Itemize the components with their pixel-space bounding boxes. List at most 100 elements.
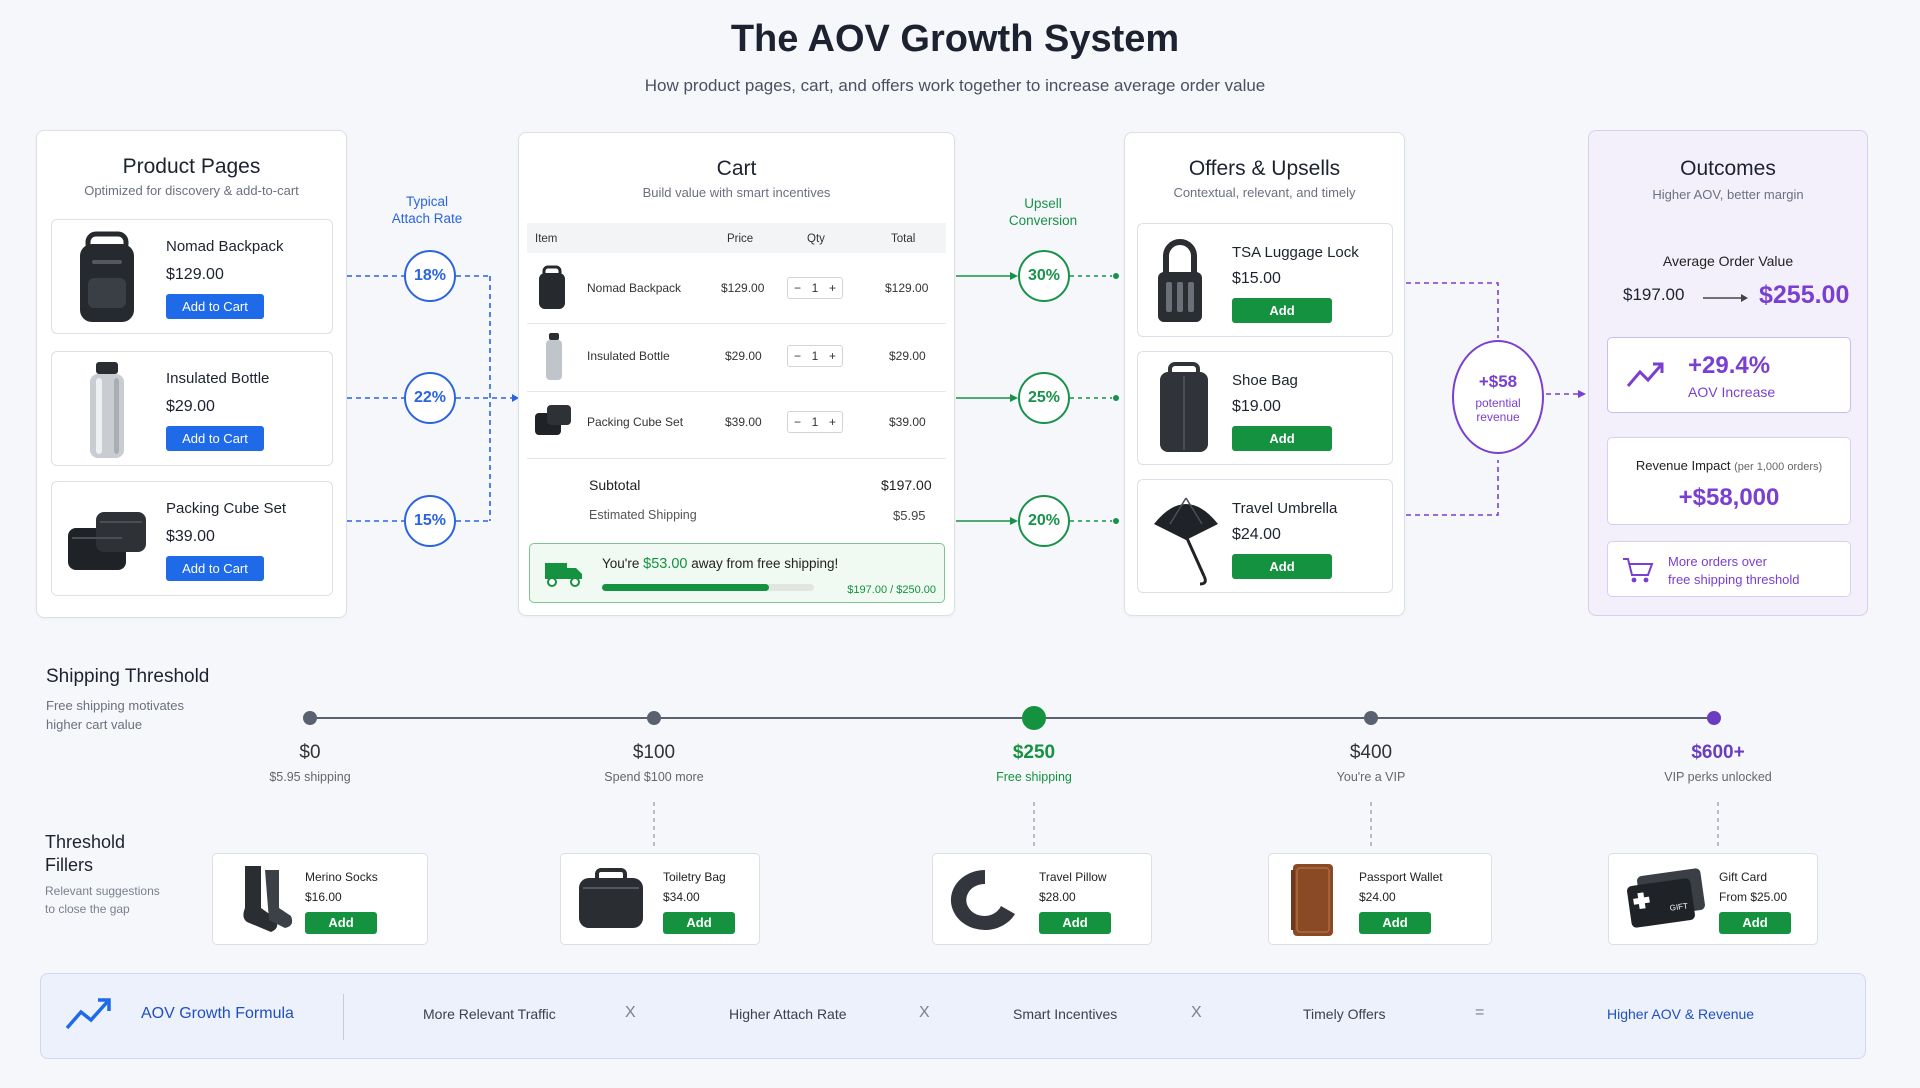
filler-price: $16.00 — [305, 890, 342, 904]
add-offer-button[interactable]: Add — [1232, 298, 1332, 323]
aov-increase-label: AOV Increase — [1688, 384, 1776, 400]
panel-title: Product Pages — [122, 155, 261, 178]
milestone-note: Spend $100 more — [604, 770, 704, 784]
milestone-note: Free shipping — [996, 770, 1072, 784]
gift-card-text: GIFT — [1669, 901, 1688, 912]
add-filler-button[interactable]: Add — [1359, 912, 1431, 934]
quantity-value: 1 — [811, 415, 819, 429]
add-filler-button[interactable]: Add — [1719, 912, 1791, 934]
formula-term: Timely Offers — [1303, 1006, 1386, 1022]
milestone-dot — [303, 711, 317, 725]
add-to-cart-button[interactable]: Add to Cart — [166, 294, 264, 319]
shipping-subtitle: higher cart value — [46, 717, 143, 732]
formula-title: AOV Growth Formula — [141, 1005, 294, 1022]
panel-subtitle: Build value with smart incentives — [642, 185, 831, 200]
offer-card: Travel Umbrella $24.00 Add — [1137, 479, 1393, 593]
offer-name: TSA Luggage Lock — [1232, 244, 1359, 261]
add-offer-button[interactable]: Add — [1232, 554, 1332, 579]
passport-wallet-icon — [1291, 864, 1333, 936]
upsell-rate-badge: 25% — [1018, 372, 1070, 424]
milestone-dot-active — [1022, 706, 1046, 730]
revenue-label-text: Revenue Impact — [1635, 458, 1731, 473]
attach-rate-label: Typical Attach Rate — [372, 193, 482, 227]
orders-threshold-card: More orders over free shipping threshold — [1607, 541, 1851, 597]
potential-line: potential — [1475, 396, 1521, 410]
offer-name: Travel Umbrella — [1232, 500, 1338, 517]
quantity-stepper[interactable]: − 1 + — [787, 345, 843, 367]
increment-button[interactable]: + — [828, 349, 836, 363]
orders-line: More orders over — [1668, 554, 1767, 569]
shipping-threshold-title: Shipping Threshold — [46, 666, 210, 687]
column-header: Price — [727, 233, 754, 245]
decrement-button[interactable]: − — [794, 349, 802, 363]
column-header: Qty — [807, 233, 825, 245]
add-offer-button[interactable]: Add — [1232, 426, 1332, 451]
filler-price: $28.00 — [1039, 890, 1076, 904]
socks-icon — [243, 866, 293, 932]
panel-subtitle: Higher AOV, better margin — [1652, 187, 1804, 202]
threshold-timeline — [310, 717, 1714, 719]
filler-name: Passport Wallet — [1359, 870, 1443, 884]
times-operator: X — [1191, 1004, 1202, 1021]
offer-price: $19.00 — [1232, 398, 1281, 415]
truck-icon — [545, 563, 582, 587]
column-header: Item — [535, 233, 558, 245]
add-to-cart-button[interactable]: Add to Cart — [166, 426, 264, 451]
subtotal-value: $197.00 — [881, 477, 932, 493]
message-suffix: away from free shipping! — [687, 556, 839, 571]
filler-card: Travel Pillow $28.00 Add — [932, 853, 1152, 945]
filler-card: Merino Socks $16.00 Add — [212, 853, 428, 945]
revenue-impact-value: +$58,000 — [1678, 484, 1780, 511]
add-filler-button[interactable]: Add — [663, 912, 735, 934]
milestone-dot — [1707, 711, 1721, 725]
attach-label-line: Typical — [405, 194, 449, 209]
cart-panel: Cart Build value with smart incentives I… — [518, 132, 955, 616]
free-shipping-banner: You're $53.00 away from free shipping! $… — [529, 543, 945, 603]
message-prefix: You're — [602, 556, 644, 571]
potential-revenue-badge: +$58 potential revenue — [1452, 340, 1544, 454]
add-to-cart-button[interactable]: Add to Cart — [166, 556, 264, 581]
increment-button[interactable]: + — [828, 415, 836, 429]
panel-title: Outcomes — [1680, 157, 1776, 180]
cart-item-price: $129.00 — [721, 281, 765, 295]
aov-formula-bar: AOV Growth Formula More Relevant Traffic… — [40, 973, 1866, 1059]
arrow-right-icon — [1703, 294, 1748, 302]
add-filler-button[interactable]: Add — [305, 912, 377, 934]
attach-rate-badge: 15% — [404, 495, 456, 547]
decrement-button[interactable]: − — [794, 281, 802, 295]
decrement-button[interactable]: − — [794, 415, 802, 429]
page-subtitle: How product pages, cart, and offers work… — [644, 76, 1266, 95]
potential-amount: +$58 — [1478, 372, 1518, 391]
column-header: Total — [891, 233, 916, 245]
outcomes-panel: Outcomes Higher AOV, better margin Avera… — [1588, 130, 1868, 616]
milestone-value: $400 — [1349, 742, 1393, 763]
offer-card: TSA Luggage Lock $15.00 Add — [1137, 223, 1393, 337]
fillers-title: Threshold — [45, 832, 126, 852]
filler-name: Travel Pillow — [1039, 870, 1107, 884]
formula-term: Higher Attach Rate — [729, 1006, 847, 1022]
panel-subtitle: Optimized for discovery & add-to-cart — [84, 183, 299, 198]
quantity-stepper[interactable]: − 1 + — [787, 277, 843, 299]
product-name: Nomad Backpack — [166, 238, 284, 255]
upsell-rate-badge: 20% — [1018, 495, 1070, 547]
upsell-label-line: Conversion — [1008, 213, 1078, 228]
milestone-note: $5.95 shipping — [269, 770, 351, 784]
formula-term: Smart Incentives — [1013, 1006, 1118, 1022]
subtotal-label: Subtotal — [589, 477, 641, 493]
toiletry-bag-icon — [579, 868, 643, 928]
cart-item-total: $129.00 — [885, 281, 929, 295]
quantity-stepper[interactable]: − 1 + — [787, 411, 843, 433]
row-divider — [527, 458, 946, 459]
filler-price: $34.00 — [663, 890, 700, 904]
filler-name: Merino Socks — [305, 870, 378, 884]
increment-button[interactable]: + — [828, 281, 836, 295]
fillers-subtitle: Relevant suggestions — [45, 884, 160, 898]
trend-up-icon — [1626, 362, 1664, 387]
progress-text: $197.00 / $250.00 — [847, 584, 936, 596]
cart-item-name: Nomad Backpack — [587, 281, 682, 295]
add-filler-button[interactable]: Add — [1039, 912, 1111, 934]
revenue-impact-card: Revenue Impact (per 1,000 orders) +$58,0… — [1607, 437, 1851, 525]
product-card: Insulated Bottle $29.00 Add to Cart — [51, 351, 333, 466]
formula-divider — [343, 994, 344, 1040]
aov-increase-value: +29.4% — [1688, 352, 1771, 379]
